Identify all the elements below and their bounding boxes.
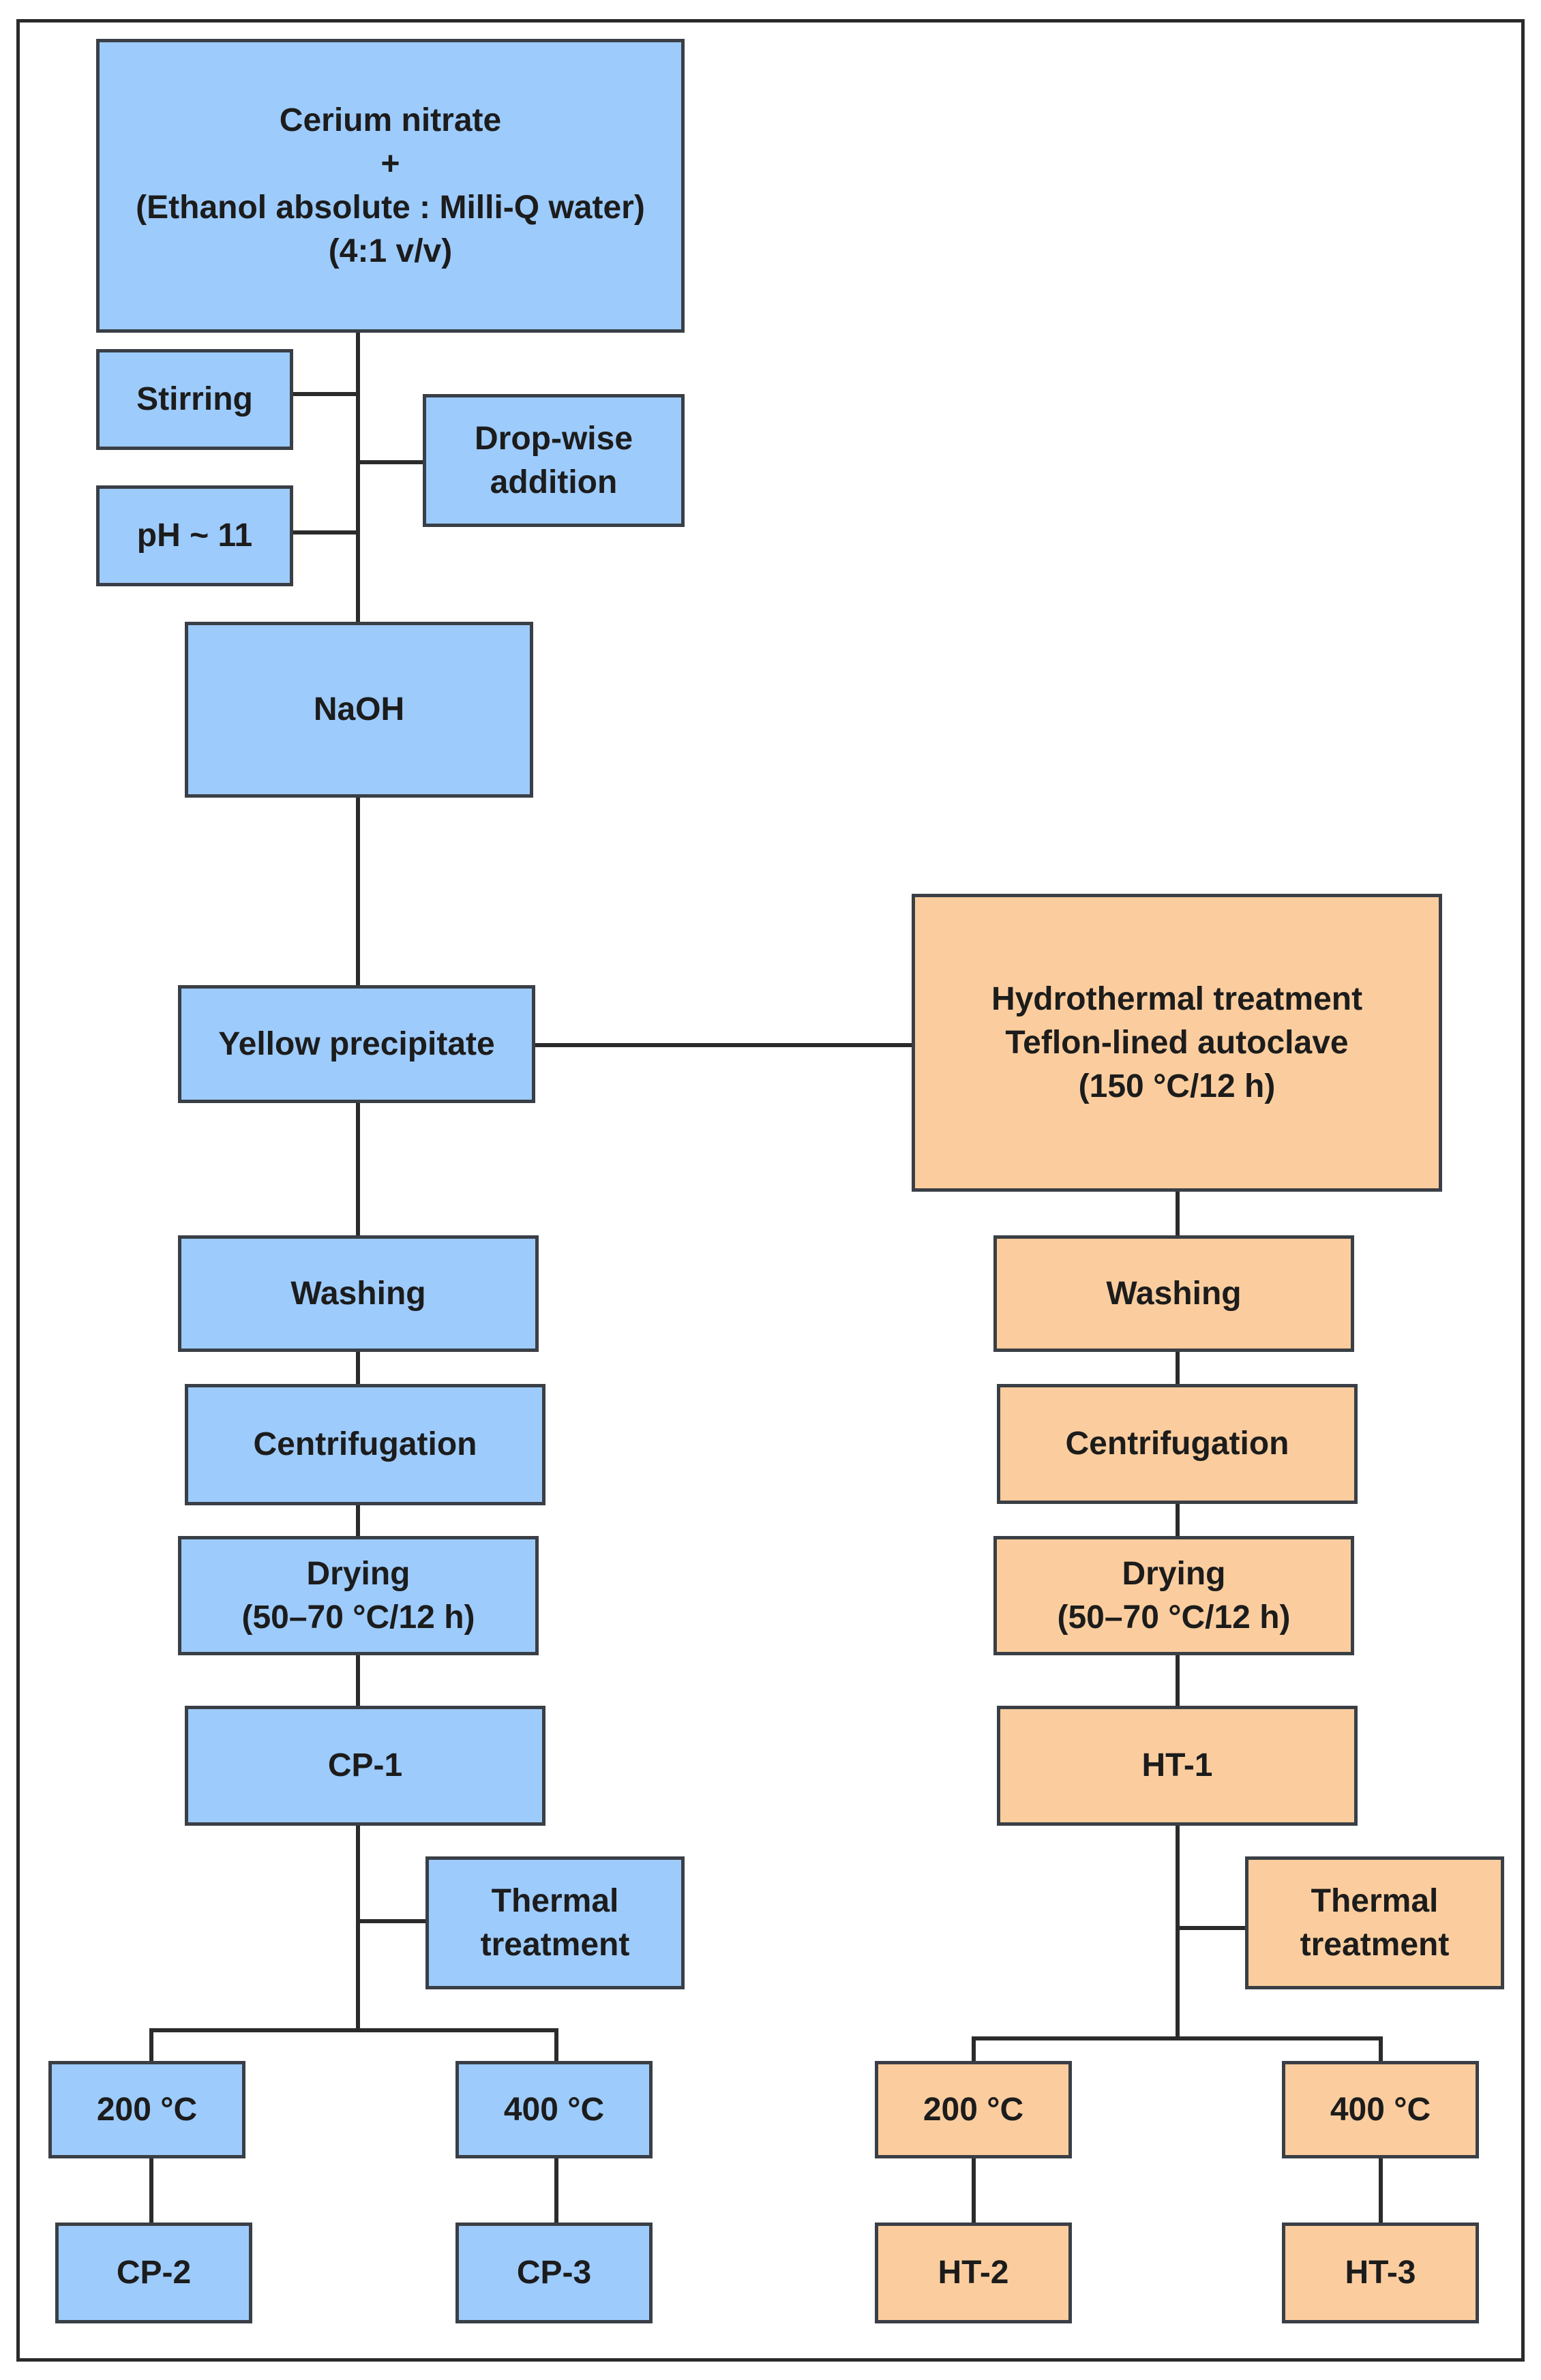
ht-centrifugation-label: Centrifugation	[1065, 1426, 1289, 1462]
yellow-precipitate-box: Yellow precipitate	[178, 985, 535, 1103]
cp-thermal-treatment-box: Thermal treatment	[425, 1856, 685, 1989]
start-line-1: Cerium nitrate	[279, 102, 502, 138]
cp-2-box: CP-2	[55, 2223, 252, 2323]
cp-thermal-line-1: Thermal	[491, 1882, 619, 1919]
ht-3-box: HT-3	[1282, 2223, 1479, 2323]
start-line-4: (4:1 v/v)	[328, 232, 453, 269]
cp-3-box: CP-3	[455, 2223, 653, 2323]
ht-400c-label: 400 °C	[1330, 2091, 1431, 2128]
hydrothermal-treatment-box: Hydrothermal treatment Teflon-lined auto…	[912, 894, 1442, 1192]
hydrothermal-line-3: (150 °C/12 h)	[1078, 1068, 1276, 1104]
naoh-box: NaOH	[185, 622, 533, 798]
dropwise-line-2: addition	[490, 464, 618, 500]
cp-400c-box: 400 °C	[455, 2061, 653, 2158]
cp-400c-label: 400 °C	[503, 2091, 605, 2128]
ph-box: pH ~ 11	[96, 485, 293, 586]
ht-1-box: HT-1	[997, 1706, 1358, 1826]
ht-2-label: HT-2	[938, 2255, 1009, 2291]
cp-drying-box: Drying (50–70 °C/12 h)	[178, 1536, 539, 1655]
ht-thermal-line-2: treatment	[1300, 1926, 1450, 1963]
start-line-3: (Ethanol absolute : Milli-Q water)	[136, 189, 645, 226]
cp-thermal-line-2: treatment	[480, 1926, 630, 1963]
ht-thermal-treatment-box: Thermal treatment	[1245, 1856, 1504, 1989]
ht-drying-box: Drying (50–70 °C/12 h)	[993, 1536, 1354, 1655]
cp-drying-line-1: Drying	[306, 1555, 410, 1592]
start-line-2: +	[380, 145, 400, 182]
cp-3-label: CP-3	[516, 2255, 592, 2291]
cp-200c-label: 200 °C	[96, 2091, 198, 2128]
ht-drying-line-2: (50–70 °C/12 h)	[1057, 1599, 1291, 1636]
ht-thermal-line-1: Thermal	[1311, 1882, 1439, 1919]
ht-200c-label: 200 °C	[923, 2091, 1024, 2128]
ht-200c-box: 200 °C	[875, 2061, 1072, 2158]
cp-1-box: CP-1	[185, 1706, 545, 1826]
stirring-box: Stirring	[96, 349, 293, 450]
dropwise-addition-box: Drop-wise addition	[423, 394, 685, 527]
ht-2-box: HT-2	[875, 2223, 1072, 2323]
hydrothermal-line-2: Teflon-lined autoclave	[1005, 1024, 1349, 1061]
cp-washing-label: Washing	[290, 1275, 426, 1312]
ht-centrifugation-box: Centrifugation	[997, 1384, 1358, 1504]
cp-drying-line-2: (50–70 °C/12 h)	[241, 1599, 475, 1636]
ht-drying-line-1: Drying	[1122, 1555, 1226, 1592]
precipitate-label: Yellow precipitate	[218, 1025, 495, 1062]
start-materials-box: Cerium nitrate + (Ethanol absolute : Mil…	[96, 39, 685, 333]
cp-washing-box: Washing	[178, 1235, 539, 1352]
dropwise-line-1: Drop-wise	[474, 420, 633, 457]
ht-washing-label: Washing	[1106, 1275, 1242, 1312]
cp-2-label: CP-2	[116, 2255, 192, 2291]
ht-1-label: HT-1	[1141, 1747, 1213, 1783]
ht-3-label: HT-3	[1345, 2255, 1416, 2291]
cp-1-label: CP-1	[327, 1747, 403, 1783]
naoh-label: NaOH	[313, 691, 405, 727]
stirring-label: Stirring	[136, 381, 253, 417]
ht-400c-box: 400 °C	[1282, 2061, 1479, 2158]
cp-centrifugation-box: Centrifugation	[185, 1384, 545, 1505]
hydrothermal-line-1: Hydrothermal treatment	[991, 980, 1363, 1017]
ht-washing-box: Washing	[993, 1235, 1354, 1352]
cp-200c-box: 200 °C	[48, 2061, 245, 2158]
cp-centrifugation-label: Centrifugation	[253, 1426, 477, 1462]
ph-label: pH ~ 11	[136, 517, 253, 554]
